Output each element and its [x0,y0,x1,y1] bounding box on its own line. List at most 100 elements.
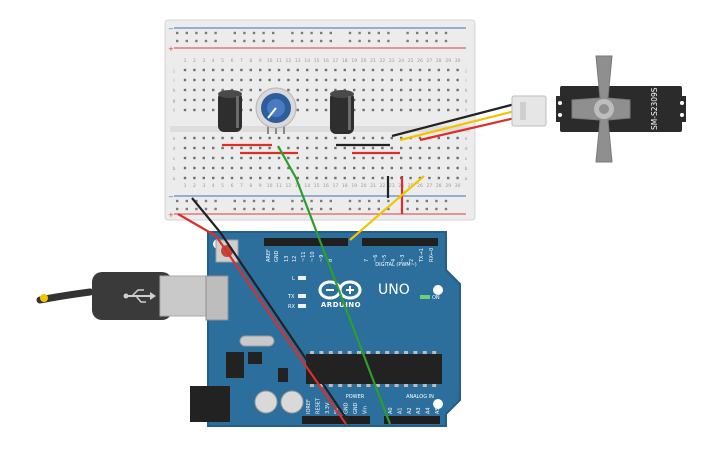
breadboard-hole[interactable] [268,146,271,150]
wire-a0-green[interactable] [277,145,392,425]
breadboard-hole[interactable] [390,88,393,92]
breadboard-hole[interactable] [268,68,271,72]
breadboard-hole[interactable] [353,88,356,92]
breadboard-hole[interactable] [249,88,252,92]
breadboard-hole[interactable] [447,156,450,160]
breadboard-hole[interactable] [334,146,337,150]
breadboard-hole[interactable] [310,39,313,43]
breadboard-hole[interactable] [185,199,188,203]
breadboard-hole[interactable] [212,166,215,170]
breadboard-hole[interactable] [287,166,290,170]
breadboard-hole[interactable] [437,166,440,170]
breadboard-hole[interactable] [212,78,215,82]
breadboard-hole[interactable] [456,78,459,82]
breadboard-hole[interactable] [400,108,403,112]
breadboard-hole[interactable] [390,176,393,180]
breadboard-hole[interactable] [381,68,384,72]
breadboard-hole[interactable] [183,146,187,150]
breadboard-hole[interactable] [406,31,409,35]
breadboard-hole[interactable] [418,176,422,180]
breadboard-hole[interactable] [259,88,262,92]
breadboard-hole[interactable] [447,166,450,170]
breadboard-hole[interactable] [195,207,198,211]
breadboard-hole[interactable] [456,108,459,112]
breadboard-hole[interactable] [310,31,313,35]
breadboard-hole[interactable] [193,166,196,170]
breadboard-hole[interactable] [195,39,198,43]
breadboard-hole[interactable] [324,108,328,112]
breadboard-hole[interactable] [300,39,304,43]
breadboard-hole[interactable] [315,98,318,102]
breadboard-hole[interactable] [183,78,187,82]
breadboard-hole[interactable] [456,88,459,92]
breadboard-hole[interactable] [358,39,361,43]
breadboard-hole[interactable] [371,176,375,180]
breadboard-hole[interactable] [362,146,365,150]
breadboard-hole[interactable] [324,88,328,92]
breadboard-hole[interactable] [400,166,403,170]
breadboard-hole[interactable] [183,98,187,102]
breadboard-hole[interactable] [435,39,438,43]
breadboard-hole[interactable] [230,156,234,160]
breadboard-hole[interactable] [296,156,299,160]
breadboard-hole[interactable] [447,146,450,150]
breadboard-hole[interactable] [306,136,309,140]
breadboard-hole[interactable] [409,78,412,82]
breadboard-hole[interactable] [329,207,332,211]
breadboard-hole[interactable] [259,136,262,140]
breadboard-hole[interactable] [240,156,243,160]
breadboard-hole[interactable] [348,207,352,211]
breadboard-hole[interactable] [204,199,208,203]
breadboard-hole[interactable] [249,68,252,72]
breadboard-hole[interactable] [406,207,409,211]
breadboard-hole[interactable] [221,166,224,170]
breadboard-hole[interactable] [183,156,187,160]
servo-wire-yellow[interactable] [399,109,516,142]
breadboard-hole[interactable] [252,39,256,43]
breadboard-hole[interactable] [324,166,328,170]
breadboard-hole[interactable] [437,108,440,112]
breadboard-hole[interactable] [343,166,346,170]
breadboard-hole[interactable] [212,98,215,102]
breadboard-hole[interactable] [428,146,431,150]
breadboard-hole[interactable] [418,146,422,150]
breadboard-hole[interactable] [291,39,294,43]
breadboard-hole[interactable] [416,31,419,35]
breadboard-hole[interactable] [249,156,252,160]
breadboard-hole[interactable] [390,108,393,112]
breadboard-hole[interactable] [259,176,262,180]
breadboard-hole[interactable] [428,176,431,180]
breadboard-hole[interactable] [193,156,196,160]
wire-signal-yellow[interactable] [349,175,425,241]
breadboard-hole[interactable] [456,136,459,140]
breadboard-hole[interactable] [315,136,318,140]
breadboard-hole[interactable] [381,166,384,170]
breadboard-hole[interactable] [390,68,393,72]
breadboard-hole[interactable] [329,199,332,203]
breadboard-hole[interactable] [296,108,299,112]
breadboard-hole[interactable] [447,88,450,92]
breadboard-hole[interactable] [296,98,299,102]
breadboard-hole[interactable] [249,78,252,82]
breadboard-hole[interactable] [358,199,361,203]
breadboard-hole[interactable] [400,68,403,72]
breadboard-hole[interactable] [183,88,187,92]
breadboard-hole[interactable] [368,31,371,35]
breadboard-hole[interactable] [343,68,346,72]
breadboard-hole[interactable] [390,166,393,170]
breadboard-hole[interactable] [437,98,440,102]
breadboard-hole[interactable] [221,88,224,92]
breadboard-hole[interactable] [324,78,328,82]
breadboard-hole[interactable] [233,39,236,43]
breadboard-hole[interactable] [193,146,196,150]
breadboard-hole[interactable] [437,176,440,180]
breadboard-hole[interactable] [268,136,271,140]
breadboard-hole[interactable] [329,39,332,43]
breadboard-hole[interactable] [296,146,299,150]
breadboard-hole[interactable] [428,98,431,102]
breadboard-hole[interactable] [418,108,422,112]
breadboard-hole[interactable] [259,78,262,82]
breadboard-hole[interactable] [381,176,384,180]
breadboard-hole[interactable] [418,156,422,160]
breadboard-hole[interactable] [262,199,265,203]
